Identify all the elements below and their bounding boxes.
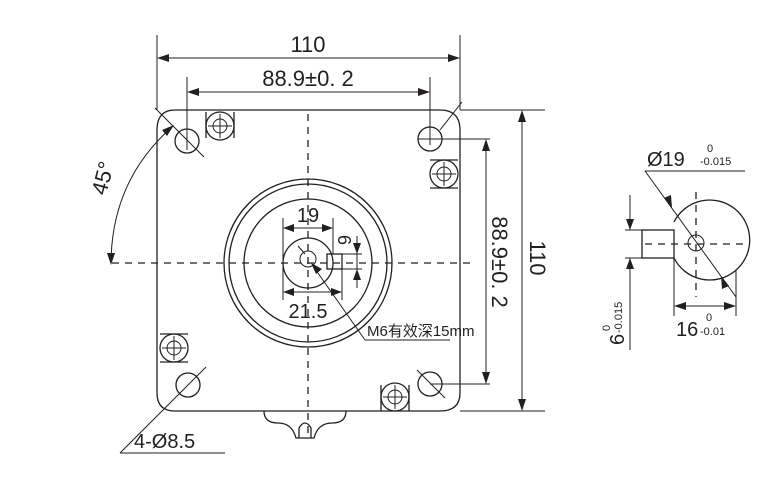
dim-text-width: 110 [290,32,325,57]
section-diameter-text: Ø19 [647,149,685,171]
dim-shaft-diameter [282,218,334,263]
shaft-section [641,192,751,297]
boss-left [159,333,189,363]
dim-key-width [342,236,362,288]
section-diameter-tol-upper: 0 [707,143,713,155]
dim-text-angle: 45° [86,159,119,198]
section-flat-tol-upper: 0 [706,312,712,324]
boss-bottom [380,382,410,412]
dim-shaft-key-height [282,263,343,300]
section-key-text: 6 [607,334,629,345]
dim-section-diameter [644,170,745,298]
section-diameter-tol-lower: -0.015 [700,156,731,168]
dim-section-key [625,195,642,350]
dim-text-shaft-diameter: 19 [297,205,319,227]
center-lines [112,114,470,435]
dim-text-height: 110 [525,240,550,275]
mounting-hole-bl [119,366,207,454]
dim-overall-height [460,109,545,412]
mounting-hole-tl [154,107,205,158]
dim-overall-width [156,35,461,110]
section-flat-text: 16 [676,319,698,341]
mounting-hole-br [416,369,490,399]
dim-text-hole-spacing-h: 88.9±0. 2 [262,66,354,91]
flange-outline [156,109,461,439]
leader-thread [297,245,450,341]
section-flat-tol-lower: -0.01 [700,326,725,338]
section-key-tol-upper: 0 [601,325,613,331]
section-key-tol-lower: -0.015 [613,302,625,333]
dim-angle-45 [107,125,174,265]
dim-text-hole-spacing-v: 88.9±0. 2 [487,216,512,308]
boss-right [429,159,459,189]
mounting-hole-tr [417,90,490,152]
dim-hole-spacing-h [186,77,431,130]
dim-section-flat [673,258,737,316]
boss-top [205,111,235,141]
dim-hole-spacing-v [482,139,490,384]
dim-text-shaft-key-height: 21.5 [289,301,328,323]
dim-text-key-width: 6 [334,235,354,245]
pilot-circles [223,178,393,348]
thread-note: M6有效深15mm [367,323,475,340]
dim-text-mounting-holes: 4-Ø8.5 [134,431,195,453]
